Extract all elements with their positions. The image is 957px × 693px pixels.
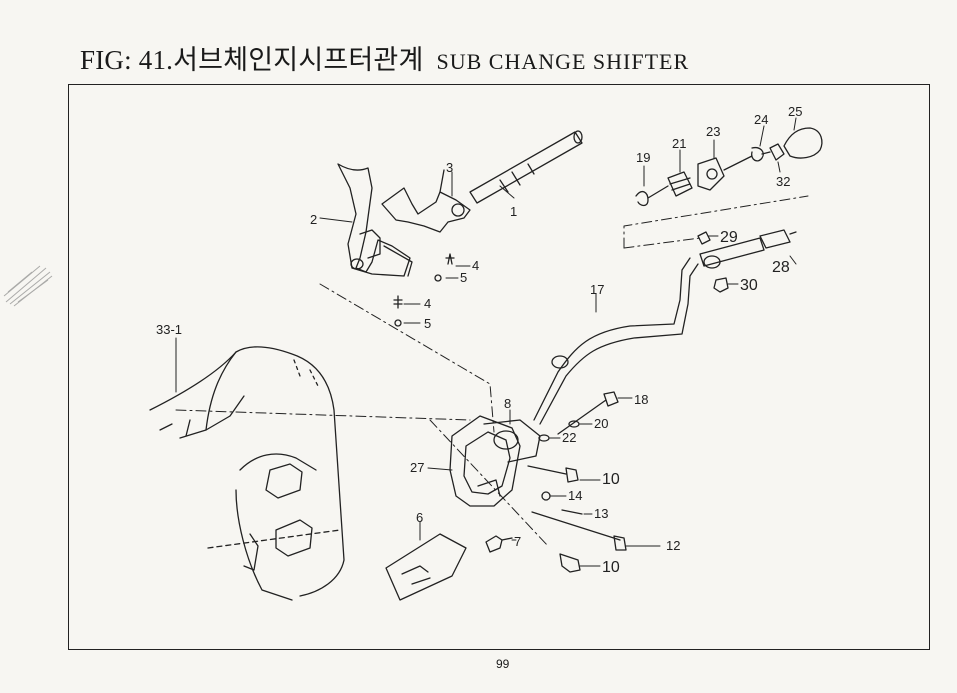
callout-30: 30 [740,277,758,294]
figure-prefix: FIG: [80,45,132,75]
page-number: 99 [496,657,510,671]
diagram-frame [68,84,930,650]
figure-title: FIG: 41.서브체인지시프터관계 SUB CHANGE SHIFTER [80,38,689,77]
figure-english-title: SUB CHANGE SHIFTER [436,49,690,74]
transmission-case [149,346,345,601]
callout-5: 5 [460,270,467,285]
callout-4b: 4 [424,296,431,311]
callout-7: 7 [514,534,521,549]
detent-parts [393,253,455,327]
figure-number-korean: 41.서브체인지시프터관계 [138,45,424,75]
callout-10: 10 [602,471,620,488]
bolts [527,465,627,573]
shifter-housing [449,415,541,507]
scan-smudge [3,265,53,307]
callout-1: 1 [510,204,517,219]
callout-27: 27 [410,460,424,475]
callout-21: 21 [672,136,686,151]
callouts: 1 2 3 4 5 4 5 6 7 8 10 10 12 13 14 17 18… [156,104,802,576]
lever-extension [697,229,797,293]
shift-rod [469,130,583,204]
reference-lines [175,195,809,547]
callout-28: 28 [772,259,790,276]
callout-23: 23 [706,124,720,139]
callout-3: 3 [446,160,453,175]
callout-12: 12 [666,538,680,553]
callout-10b: 10 [602,559,620,576]
callout-17: 17 [590,282,604,297]
callout-25: 25 [788,104,802,119]
knob-assembly [635,127,823,207]
mounting-plate [385,533,513,601]
callout-22: 22 [562,430,576,445]
callout-33-1: 33-1 [156,322,182,337]
callout-6: 6 [416,510,423,525]
shift-fork [337,163,413,277]
callout-32: 32 [776,174,790,189]
callout-19: 19 [636,150,650,165]
callout-24: 24 [754,112,768,127]
shift-lever [533,257,699,425]
leader-lines [175,117,797,567]
callout-4: 4 [472,258,479,273]
shift-arm [381,169,471,233]
callout-13: 13 [594,506,608,521]
callout-5b: 5 [424,316,431,331]
callout-18: 18 [634,392,648,407]
callout-8: 8 [504,396,511,411]
callout-2: 2 [310,212,317,227]
callout-29: 29 [720,229,738,246]
bolt-18 [538,391,619,442]
callout-14: 14 [568,488,582,503]
callout-20: 20 [594,416,608,431]
